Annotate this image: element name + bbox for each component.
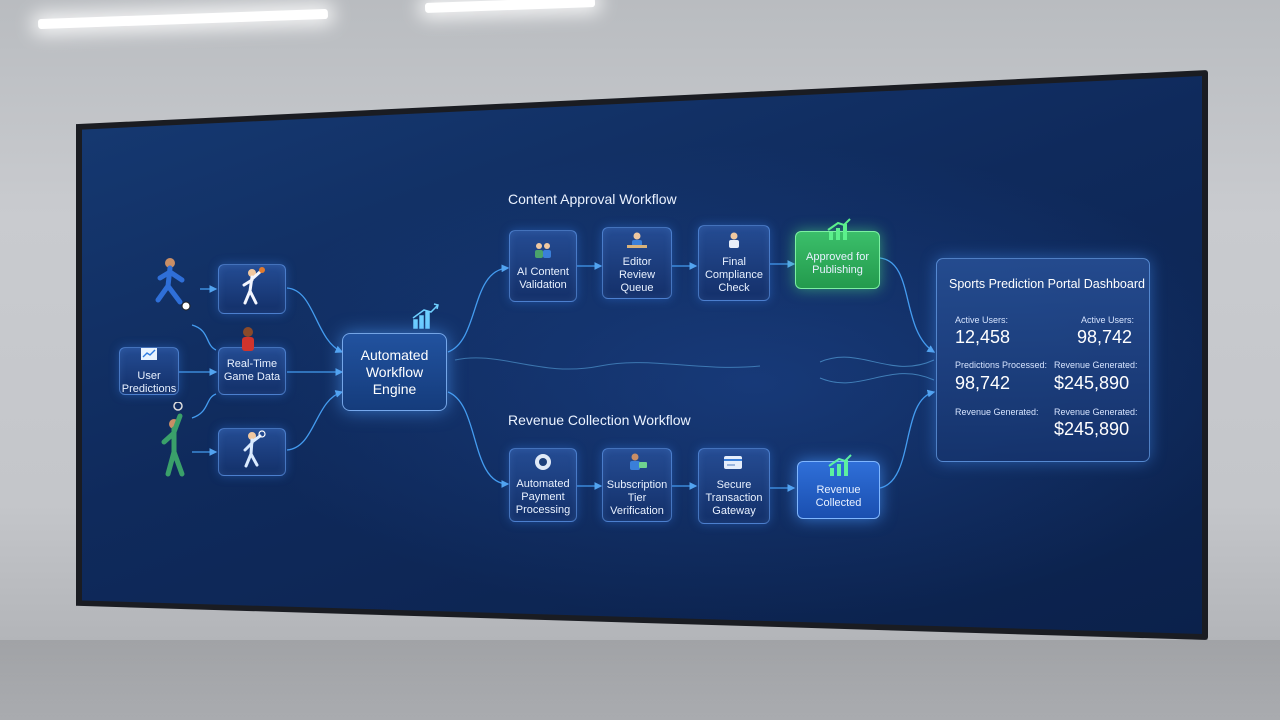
chart-trend-icon [412,303,439,329]
people-icon [532,241,554,263]
approved-for-publishing-label: Approved for Publishing [806,251,869,276]
portal-dashboard-panel[interactable]: Sports Prediction Portal Dashboard Activ… [936,258,1150,462]
metric-label: Revenue Generated: [955,407,1039,417]
subscription-tier-verification-label: Subscription Tier Verification [606,479,668,517]
shield-icon [534,453,552,475]
person-icon [724,231,744,253]
floor-shadow [0,640,1280,720]
revenue-workflow-title: Revenue Collection Workflow [508,412,691,428]
chart-board-icon [140,347,158,367]
person-desk-icon [625,231,649,253]
metric-label: Active Users: [955,315,1009,325]
final-compliance-check-node[interactable]: Final Compliance Check [698,225,770,301]
secure-transaction-gateway-node[interactable]: Secure Transaction Gateway [698,448,770,524]
real-time-game-data-node[interactable]: Real-Time Game Data [218,347,286,395]
ai-content-validation-label: AI Content Validation [517,265,569,291]
revenue-collected-node[interactable]: Revenue Collected [797,454,880,519]
automated-payment-processing-node[interactable]: Automated Payment Processing [509,448,577,522]
tennis-athlete-icon [154,401,194,487]
metric-value: 12,458 [955,327,1011,347]
metric-label: Revenue Generated: [1054,360,1138,370]
final-compliance-check-label: Final Compliance Check [704,256,764,294]
metric-value: $245,890 [1054,373,1130,393]
metric-value: 98,742 [1077,327,1133,347]
automated-workflow-engine[interactable]: Automated Workflow Engine [342,333,447,411]
metric-value: $245,890 [1054,419,1130,439]
content-workflow-title: Content Approval Workflow [508,191,677,207]
ai-content-validation-node[interactable]: AI Content Validation [509,230,577,302]
approved-for-publishing-node[interactable]: Approved for Publishing [795,218,880,289]
secure-transaction-gateway-label: Secure Transaction Gateway [705,479,763,517]
editor-review-queue-label: Editor Review Queue [618,256,656,294]
revenue-collected-label: Revenue Collected [815,484,862,509]
user-predictions-node[interactable]: User Predictions [119,347,179,395]
person-card-icon [625,452,649,476]
editor-review-queue-node[interactable]: Editor Review Queue [602,227,672,299]
dashboard-title: Sports Prediction Portal Dashboard [949,277,1145,291]
metric-label: Revenue Generated: [1054,407,1138,417]
athlete-card-bottom[interactable] [218,428,286,476]
user-predictions-label: User Predictions [121,369,177,395]
automated-payment-processing-label: Automated Payment Processing [515,478,571,516]
card-icon [722,454,746,476]
engine-label: Automated Workflow Engine [360,346,429,397]
basketball-athlete-icon [234,326,262,361]
soccer-player-icon [150,256,192,319]
revenue-growth-icon [827,454,853,482]
metric-value: 98,742 [955,373,1011,393]
bar-growth-icon [826,218,852,246]
basketball-player-icon [237,267,267,311]
tennis-player-icon [237,430,267,474]
athlete-card-top[interactable] [218,264,286,314]
metric-label: Predictions Processed: [955,360,1048,370]
metric-label: Active Users: [1081,315,1135,325]
subscription-tier-verification-node[interactable]: Subscription Tier Verification [602,448,672,522]
real-time-game-data-label: Real-Time Game Data [223,358,281,383]
